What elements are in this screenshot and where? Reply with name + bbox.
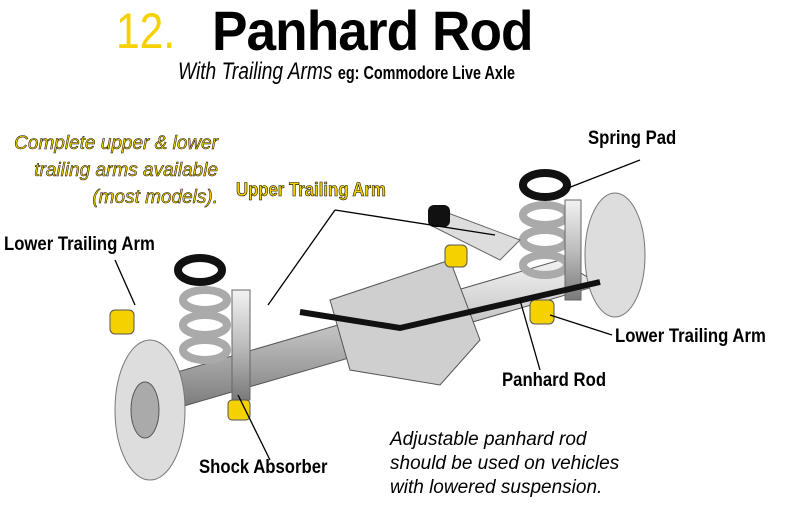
bottom-note-line: should be used on vehicles bbox=[390, 453, 620, 474]
lower-arm-bush-left bbox=[109, 309, 135, 335]
adjustable-rod-note: Adjustable panhard rod should be used on… bbox=[390, 428, 619, 500]
lower-arm-bush-right bbox=[529, 299, 555, 325]
shock-mount-yellow bbox=[227, 399, 251, 421]
label-lower-trailing-arm-right: Lower Trailing Arm bbox=[615, 326, 766, 347]
subtitle-text: With Trailing Arms bbox=[178, 58, 333, 85]
page-title: Panhard Rod bbox=[212, 0, 534, 62]
left-shock bbox=[231, 289, 251, 401]
availability-note: Complete upper & lower trailing arms ava… bbox=[0, 130, 218, 211]
right-shock bbox=[564, 199, 582, 301]
right-coil-spring bbox=[519, 169, 571, 279]
label-spring-pad: Spring Pad bbox=[588, 128, 677, 149]
note-line: trailing arms available bbox=[34, 160, 218, 182]
label-panhard-rod: Panhard Rod bbox=[502, 370, 607, 391]
upper-arm-bush-yellow bbox=[444, 244, 468, 268]
bottom-note-line: with lowered suspension. bbox=[390, 477, 603, 498]
upper-arm-bush bbox=[428, 205, 450, 227]
page-subtitle: With Trailing Arms eg: Commodore Live Ax… bbox=[178, 58, 515, 86]
left-coil-spring bbox=[174, 254, 231, 364]
differential-housing bbox=[329, 259, 481, 386]
left-hub bbox=[130, 381, 160, 439]
right-brake-disc bbox=[584, 192, 646, 318]
label-shock-absorber: Shock Absorber bbox=[199, 457, 328, 478]
example-text: eg: Commodore Live Axle bbox=[337, 63, 515, 83]
note-line: Complete upper & lower bbox=[14, 133, 218, 155]
label-lower-trailing-arm-left: Lower Trailing Arm bbox=[4, 234, 155, 255]
label-upper-trailing-arm: Upper Trailing Arm bbox=[236, 180, 386, 202]
bottom-note-line: Adjustable panhard rod bbox=[390, 429, 587, 450]
panhard-rod bbox=[299, 279, 601, 332]
section-number: 12. bbox=[116, 3, 176, 59]
note-line: (most models). bbox=[92, 187, 218, 209]
